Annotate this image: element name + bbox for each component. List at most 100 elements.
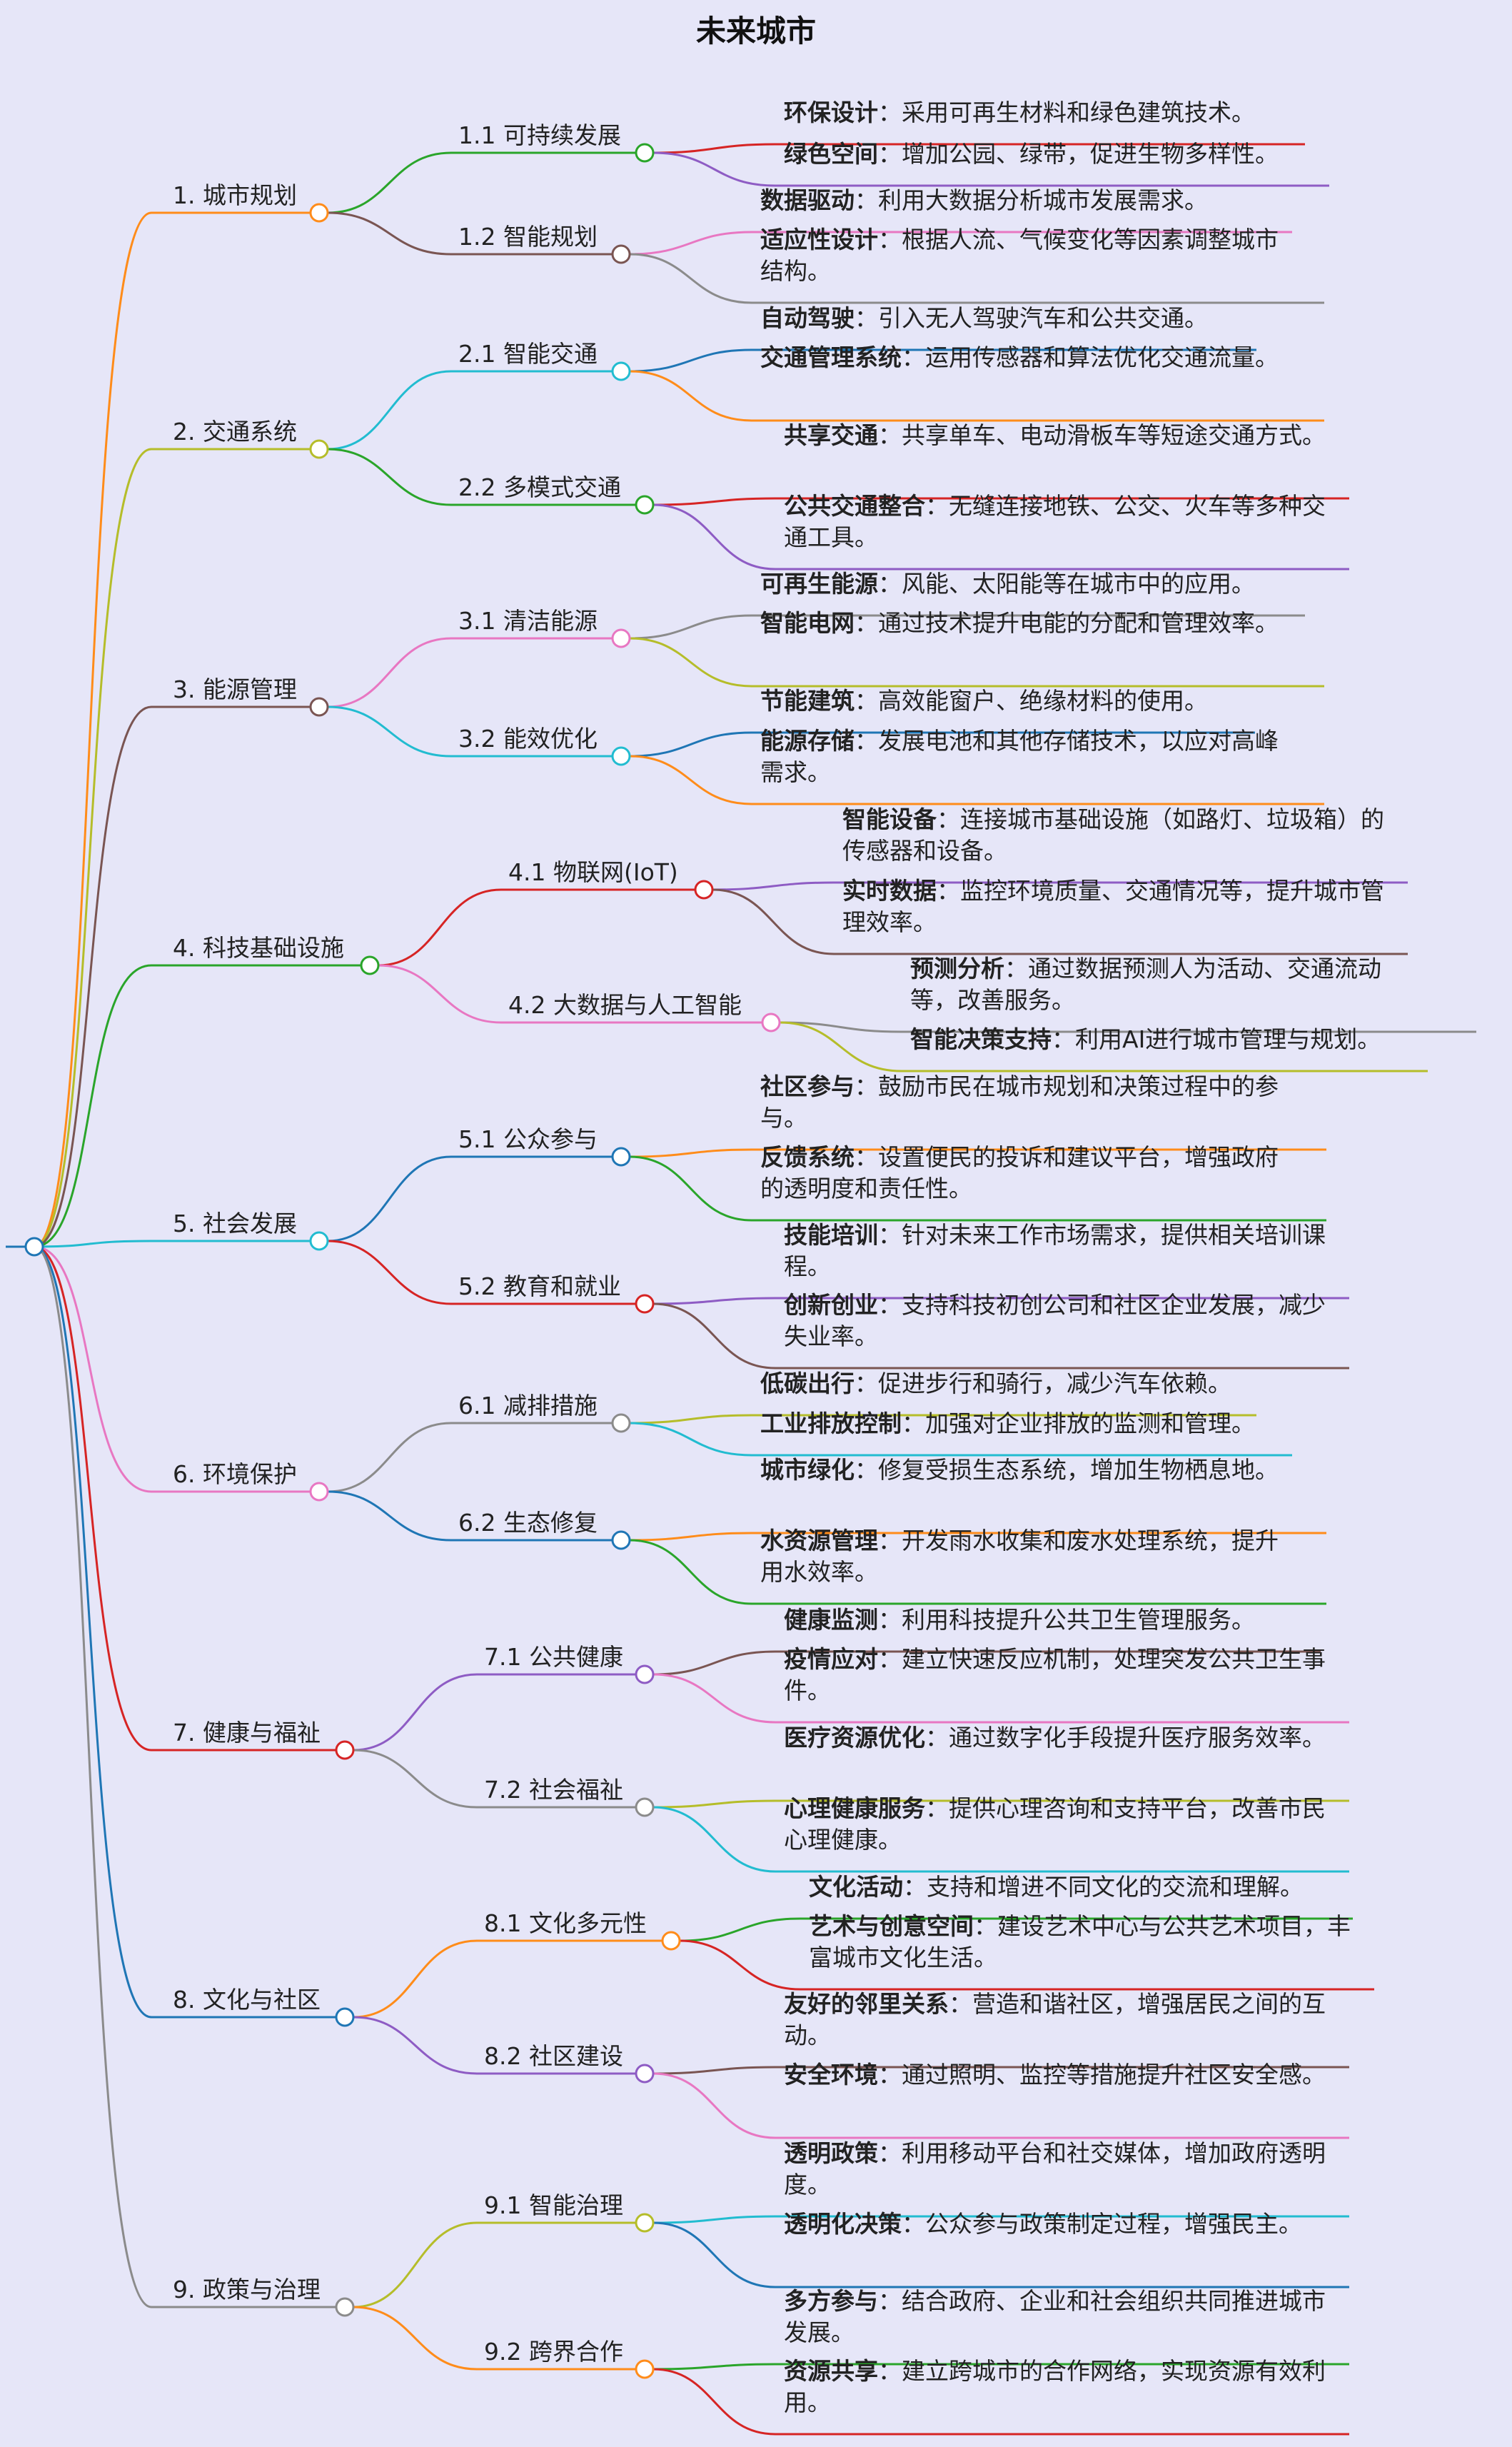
branch-connector — [34, 1240, 152, 1248]
topic-node — [635, 143, 655, 163]
topic-label: 1.1 可持续发展 — [458, 121, 621, 149]
detail-text: 医疗资源优化：通过数字化手段提升医疗服务效率。 — [784, 1722, 1326, 1754]
detail-description: ：开发雨水收集和废水处理系统，提升用水效率。 — [760, 1527, 1279, 1586]
detail-connector — [629, 253, 752, 304]
topic-connector — [327, 705, 452, 758]
branch-label: 2. 交通系统 — [173, 418, 297, 446]
detail-text: 安全环境：通过照明、监控等措施提升社区安全感。 — [784, 2059, 1326, 2091]
detail-connector — [779, 1021, 902, 1033]
topic-node — [761, 1013, 781, 1032]
detail-description: ：提供心理咨询和支持平台，改善市民心理健康。 — [784, 1794, 1326, 1854]
topic-label: 1.2 智能规划 — [458, 223, 598, 251]
detail-keyword: 资源共享 — [784, 2357, 878, 2385]
detail-description: ：通过数字化手段提升医疗服务效率。 — [925, 1724, 1326, 1752]
topic-label: 7.2 社会福祉 — [484, 1776, 623, 1804]
detail-connector — [629, 1539, 752, 1605]
topic-connector — [327, 151, 452, 214]
detail-keyword: 数据驱动 — [760, 186, 855, 214]
detail-connector — [652, 1302, 776, 1370]
detail-connector — [712, 881, 835, 891]
detail-text: 能源存储：发展电池和其他存储技术，以应对高峰需求。 — [760, 725, 1292, 788]
detail-text: 水资源管理：开发雨水收集和废水处理系统，提升用水效率。 — [760, 1525, 1292, 1588]
topic-label: 5.1 公众参与 — [458, 1125, 598, 1153]
topic-node — [611, 628, 631, 648]
detail-text: 绿色空间：增加公园、绿带，促进生物多样性。 — [784, 139, 1305, 170]
detail-text: 节能建筑：高效能窗户、绝缘材料的使用。 — [760, 685, 1292, 717]
detail-keyword: 技能培训 — [784, 1221, 878, 1249]
detail-connector — [629, 231, 752, 256]
detail-description: ：加强对企业排放的监测和管理。 — [902, 1410, 1255, 1437]
branch-connector — [34, 1245, 152, 2019]
topic-connector — [353, 1673, 478, 1752]
detail-text: 资源共享：建立跨城市的合作网络，实现资源有效利用。 — [784, 2356, 1326, 2418]
detail-connector — [679, 1939, 801, 1991]
branch-connector — [34, 705, 152, 1248]
detail-keyword: 智能决策支持 — [910, 1025, 1052, 1053]
branch-connector — [34, 448, 152, 1248]
detail-keyword: 社区参与 — [760, 1072, 855, 1100]
detail-keyword: 能源存储 — [760, 727, 855, 755]
detail-text: 预测分析：通过数据预测人为活动、交通流动等，改善服务。 — [910, 953, 1424, 1016]
branch-label: 1. 城市规划 — [173, 181, 297, 209]
detail-connector — [652, 143, 776, 154]
detail-description: ：支持和增进不同文化的交流和理解。 — [903, 1873, 1304, 1901]
detail-description: ：共享单车、电动滑板车等短途交通方式。 — [878, 421, 1326, 449]
detail-description: ：通过技术提升电能的分配和管理效率。 — [855, 609, 1279, 637]
topic-node — [635, 1797, 655, 1817]
topic-connector — [353, 1939, 478, 2019]
detail-keyword: 自动驾驶 — [760, 304, 855, 332]
detail-description: ：结合政府、企业和社会组织共同推进城市发展。 — [784, 2287, 1326, 2346]
detail-description: ：引入无人驾驶汽车和公共交通。 — [855, 304, 1208, 332]
detail-description: ：采用可再生材料和绿色建筑技术。 — [878, 99, 1255, 126]
topic-node — [611, 244, 631, 264]
detail-text: 工业排放控制：加强对企业排放的监测和管理。 — [760, 1408, 1292, 1439]
detail-connector — [652, 2363, 776, 2371]
detail-keyword: 绿色空间 — [784, 140, 878, 168]
branch-label: 4. 科技基础设施 — [173, 934, 344, 962]
detail-text: 心理健康服务：提供心理咨询和支持平台，改善市民心理健康。 — [784, 1793, 1326, 1856]
detail-description: ：利用AI进行城市管理与规划。 — [1052, 1025, 1381, 1053]
detail-connector — [679, 1917, 801, 1942]
branch-connector — [34, 211, 152, 1248]
topic-connector — [327, 1422, 452, 1493]
detail-keyword: 创新创业 — [784, 1291, 878, 1319]
topic-connector — [327, 1155, 452, 1242]
topic-label: 9.2 跨界合作 — [484, 2338, 623, 2366]
topic-connector — [353, 1749, 478, 1809]
detail-description: ：鼓励市民在城市规划和决策过程中的参与。 — [760, 1072, 1279, 1132]
detail-text: 智能电网：通过技术提升电能的分配和管理效率。 — [760, 608, 1292, 639]
detail-description: ：高效能窗户、绝缘材料的使用。 — [855, 687, 1208, 715]
detail-keyword: 城市绿化 — [760, 1456, 855, 1484]
detail-keyword: 疫情应对 — [784, 1645, 878, 1673]
detail-connector — [652, 2368, 776, 2436]
detail-description: ：监控环境质量、交通情况等，提升城市管理效率。 — [842, 877, 1384, 936]
detail-connector — [652, 2066, 776, 2075]
detail-text: 自动驾驶：引入无人驾驶汽车和公共交通。 — [760, 303, 1292, 334]
topic-node — [611, 1147, 631, 1167]
detail-text: 环保设计：采用可再生材料和绿色建筑技术。 — [784, 97, 1305, 129]
detail-keyword: 文化活动 — [809, 1873, 903, 1901]
detail-text: 可再生能源：风能、太阳能等在城市中的应用。 — [760, 568, 1292, 600]
detail-keyword: 艺术与创意空间 — [809, 1912, 974, 1940]
map-title: 未来城市 — [695, 14, 816, 49]
topic-node — [611, 1530, 631, 1550]
detail-description: ：营造和谐社区，增强居民之间的互动。 — [784, 1990, 1326, 2049]
detail-text: 友好的邻里关系：营造和谐社区，增强居民之间的互动。 — [784, 1989, 1326, 2051]
detail-connector — [652, 151, 776, 187]
detail-description: ：无缝连接地铁、公交、火车等多种交通工具。 — [784, 492, 1326, 551]
detail-keyword: 反馈系统 — [760, 1143, 855, 1171]
detail-keyword: 低碳出行 — [760, 1370, 855, 1397]
detail-text: 公共交通整合：无缝连接地铁、公交、火车等多种交通工具。 — [784, 491, 1326, 553]
topic-node — [611, 361, 631, 381]
topic-connector — [327, 370, 452, 451]
detail-keyword: 实时数据 — [842, 877, 937, 905]
detail-text: 交通管理系统：运用传感器和算法优化交通流量。 — [760, 342, 1292, 373]
detail-keyword: 多方参与 — [784, 2287, 878, 2315]
detail-connector — [652, 2072, 776, 2139]
topic-node — [635, 2359, 655, 2379]
detail-keyword: 安全环境 — [784, 2061, 878, 2089]
detail-connector — [652, 2215, 776, 2224]
topic-connector — [327, 448, 452, 506]
topic-node — [635, 2213, 655, 2233]
detail-keyword: 透明化决策 — [784, 2210, 902, 2238]
